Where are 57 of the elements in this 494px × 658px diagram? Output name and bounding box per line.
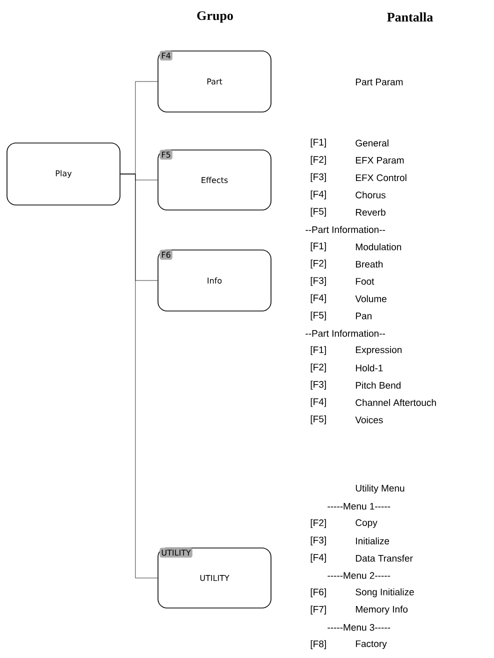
menu-text: Expression [356, 346, 402, 356]
menu-text: [F1] [310, 138, 326, 148]
menu-text: General [356, 140, 388, 146]
menu-text: Hold-1 [356, 364, 383, 372]
menu-text: [F3] [310, 536, 326, 546]
menu-text: [F2] [310, 156, 326, 165]
column-heading: Pantalla [387, 12, 433, 22]
connector-line [120, 174, 158, 578]
menu-text: --Part Information-- [306, 226, 385, 233]
menu-text: [F4] [310, 554, 326, 563]
menu-text: -----Menu 3----- [328, 624, 390, 631]
menu-text: EFX Control [356, 174, 406, 182]
menu-text: [F4] [310, 190, 326, 200]
menu-text: Channel Aftertouch [356, 399, 436, 406]
menu-text: [F4] [310, 398, 326, 407]
menu-text: Pitch Bend [356, 382, 401, 389]
menu-text: [F5] [310, 312, 326, 320]
menu-text: Factory [356, 640, 387, 649]
menu-text: [F8] [310, 640, 326, 650]
menu-text: [F5] [310, 208, 326, 217]
column-heading: Grupo [197, 11, 233, 23]
menu-text: [F1] [310, 346, 326, 356]
menu-text: [F7] [310, 606, 326, 615]
menu-text: Volume [355, 295, 386, 302]
menu-text: Copy [356, 519, 378, 528]
menu-text: Chorus [356, 191, 386, 198]
menu-text: -----Menu 2----- [328, 572, 390, 579]
menu-text: [F6] [310, 588, 326, 598]
menu-text: -----Menu 1----- [328, 502, 390, 510]
menu-text: [F1] [310, 242, 326, 252]
function-box: Play [6, 142, 120, 206]
function-box: Effects F5 [158, 150, 272, 210]
menu-text: --Part Information-- [306, 330, 385, 337]
menu-text: Initialize [356, 537, 390, 544]
menu-text: Data Transfer [356, 554, 413, 562]
menu-text: Voices [355, 416, 383, 424]
menu-text: Breath [356, 260, 383, 268]
menu-text: [F3] [310, 380, 326, 390]
menu-text: [F3] [310, 276, 326, 286]
menu-text: Reverb [356, 208, 386, 216]
menu-text: Part Param [356, 78, 403, 86]
menu-text: [F3] [310, 173, 326, 182]
function-box: Info F6 [158, 250, 272, 312]
menu-text: Pan [356, 312, 372, 320]
menu-text: Song Initialize [356, 588, 414, 598]
menu-text: Memory Info [356, 606, 408, 615]
function-box: Part F4 [158, 50, 272, 112]
menu-text: Modulation [356, 243, 402, 250]
menu-text: Utility Menu [356, 484, 404, 494]
menu-text: [F2] [310, 260, 326, 269]
menu-text: EFX Param [356, 156, 404, 164]
menu-text: [F5] [310, 415, 326, 424]
menu-text: Foot [356, 278, 374, 285]
menu-text: [F4] [310, 294, 326, 304]
function-box: UTILITY UTILITY [158, 548, 272, 608]
menu-text: [F2] [310, 519, 326, 528]
menu-text: [F2] [310, 363, 326, 372]
